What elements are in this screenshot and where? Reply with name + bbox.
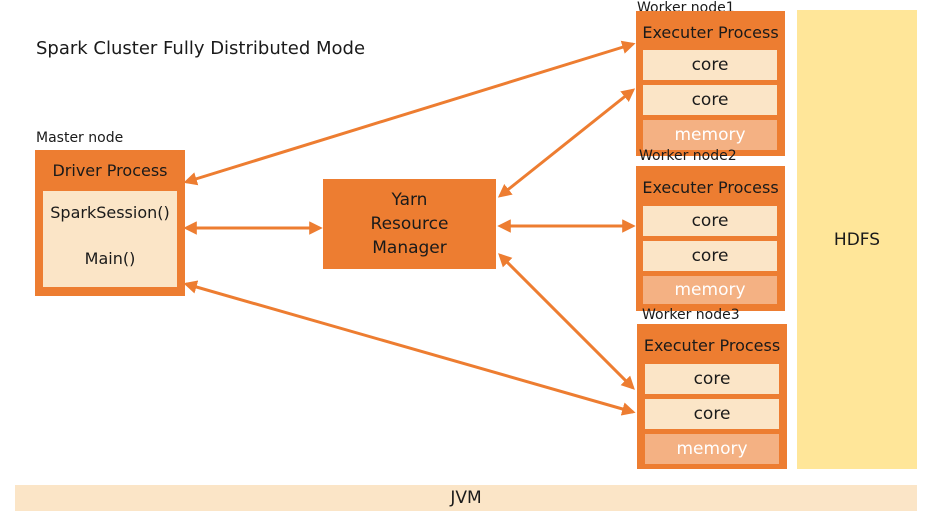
yarn-line-1: Yarn xyxy=(391,190,428,210)
worker2-core-1: core xyxy=(643,206,777,236)
main-label: Main() xyxy=(84,249,136,268)
worker2-executor-box: Executer Process core core memory xyxy=(636,166,785,311)
worker2-memory: memory xyxy=(643,276,777,304)
driver-process-title: Driver Process xyxy=(52,161,168,180)
arrow-yarn-worker3 xyxy=(498,253,635,390)
arrow-driver-worker3 xyxy=(183,280,636,416)
arrow-driver-worker1 xyxy=(183,40,636,186)
driver-inner-panel: SparkSession() Main() xyxy=(43,191,177,287)
yarn-line-2: Resource xyxy=(370,214,449,234)
worker3-memory: memory xyxy=(645,434,779,464)
driver-process-box: Driver Process SparkSession() Main() xyxy=(35,150,185,296)
arrow-yarn-worker1 xyxy=(497,88,636,198)
master-node-label: Master node xyxy=(36,130,124,146)
worker2-executor-title: Executer Process xyxy=(642,178,779,197)
worker1-memory: memory xyxy=(643,120,777,150)
worker3-core-2: core xyxy=(645,399,779,429)
worker3-executor-title: Executer Process xyxy=(643,336,781,355)
jvm-label: JVM xyxy=(450,488,482,508)
worker-node2-label: Worker node2 xyxy=(639,148,737,164)
hdfs-label: HDFS xyxy=(833,229,881,250)
worker-node3-label: Worker node3 xyxy=(642,307,740,323)
worker1-executor-title: Executer Process xyxy=(642,23,779,42)
sparksession-label: SparkSession() xyxy=(50,203,170,222)
yarn-line-3: Manager xyxy=(372,238,447,258)
worker2-core-2: core xyxy=(643,241,777,271)
jvm-bar: JVM xyxy=(15,485,917,511)
worker1-core-2: core xyxy=(643,85,777,115)
worker1-executor-box: Executer Process core core memory xyxy=(636,11,785,156)
yarn-resource-manager: Yarn Resource Manager xyxy=(323,179,496,269)
hdfs-block: HDFS xyxy=(797,10,917,469)
worker3-core-1: core xyxy=(645,364,779,394)
worker3-executor-box: Executer Process core core memory xyxy=(637,324,787,469)
worker1-core-1: core xyxy=(643,50,777,80)
